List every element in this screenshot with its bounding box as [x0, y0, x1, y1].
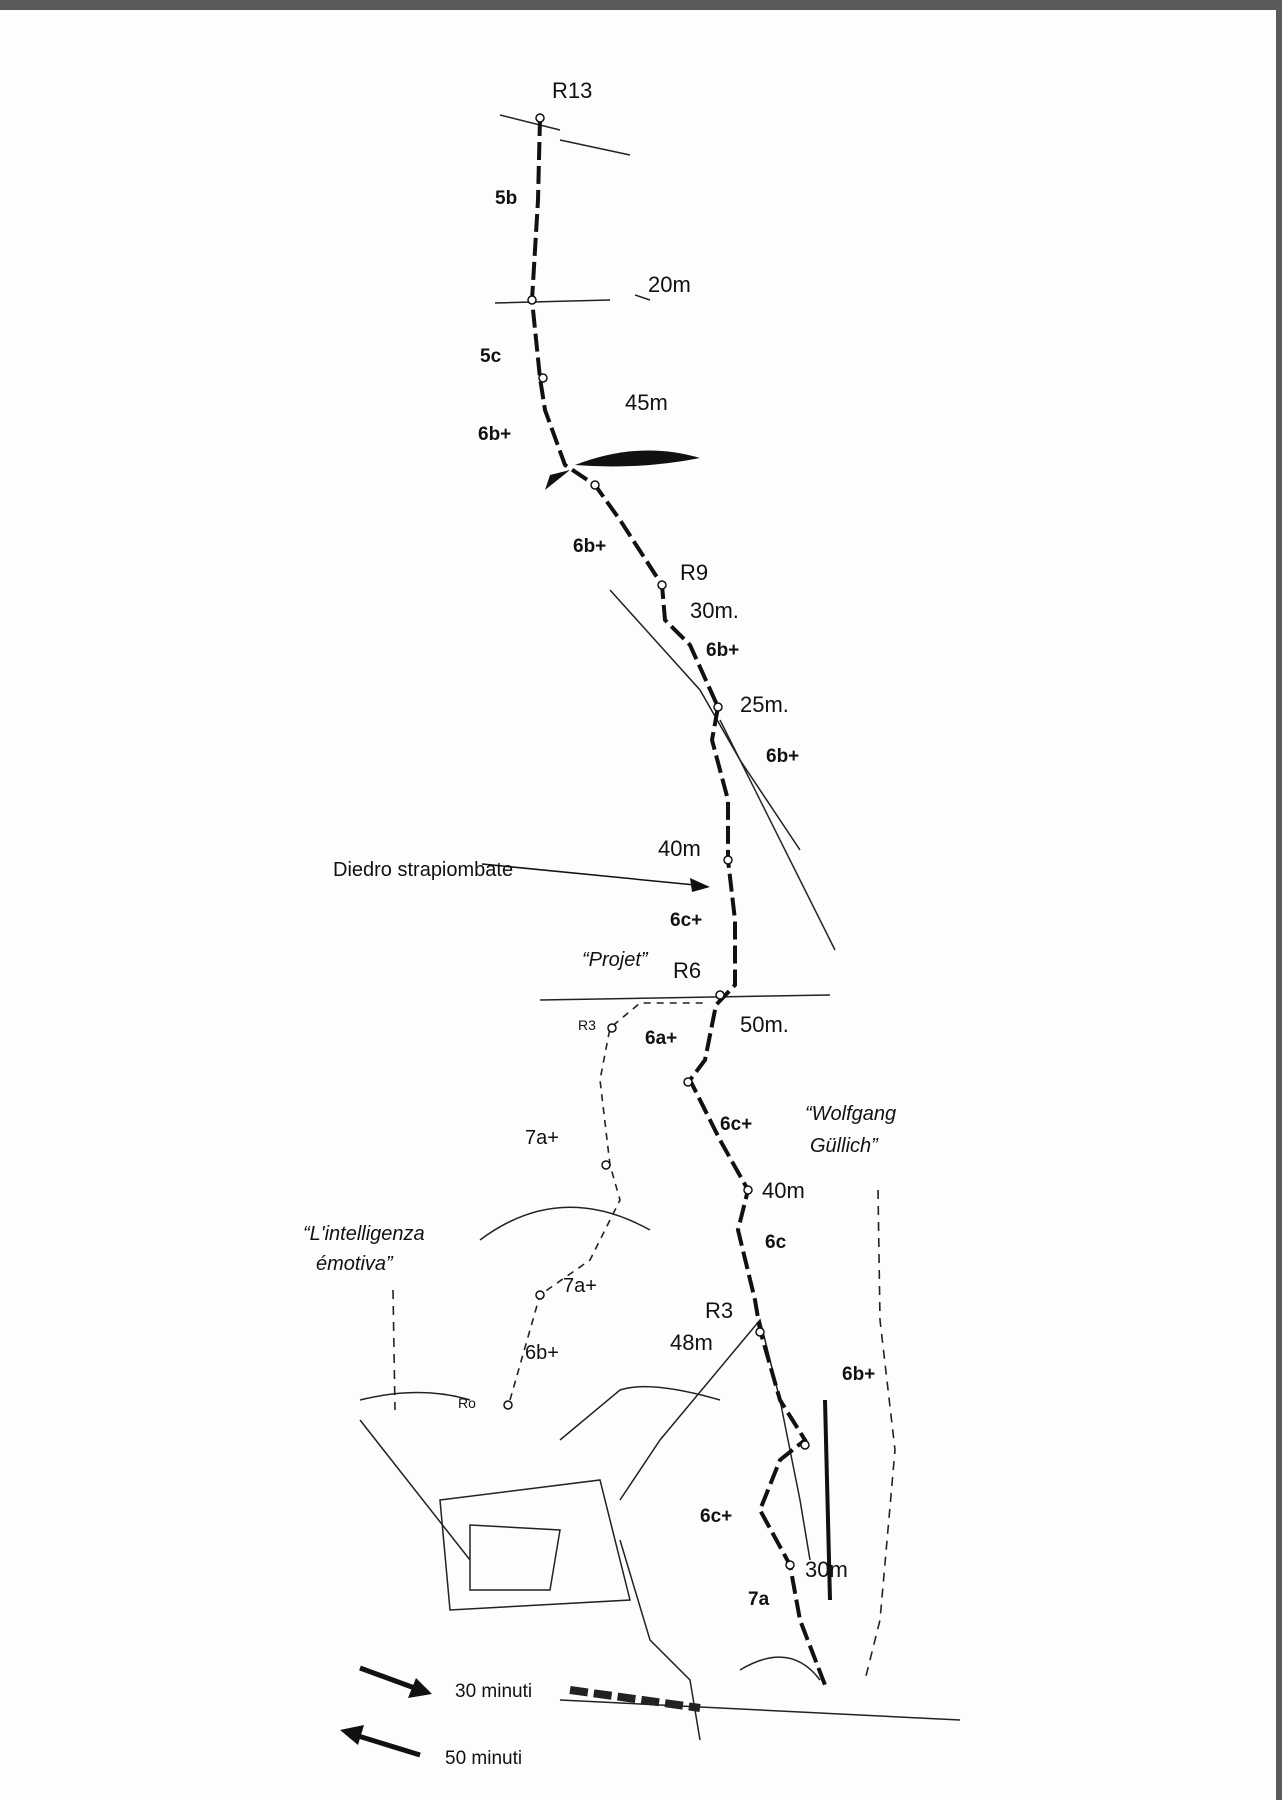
approach-in-arrow-icon	[359, 1665, 432, 1698]
grade-label: 5c	[480, 346, 502, 367]
length-label: 48m	[670, 1330, 713, 1355]
length-label: 25m.	[740, 692, 789, 717]
grade-label: 6c+	[700, 1506, 732, 1527]
intelligenza-label: émotiva”	[316, 1253, 394, 1275]
belay-label-r6: R6	[673, 958, 701, 983]
length-label: 40m	[658, 836, 701, 861]
grade-label: 7a+	[525, 1127, 559, 1149]
grade-label: 5b	[495, 188, 517, 209]
intelligenza-route-line	[392, 1289, 396, 1411]
grade-label: 6b+	[766, 746, 799, 767]
grade-label: 6a+	[645, 1028, 677, 1049]
grade-label: 6b+	[525, 1342, 559, 1364]
approach-path-arrow-icon	[569, 1686, 701, 1712]
belay-label-r3: R3	[705, 1298, 733, 1323]
grade-label: 7a	[748, 1589, 770, 1610]
belay-label-r13: R13	[552, 78, 592, 103]
approach-in-label: 30 minuti	[455, 1681, 532, 1702]
approach-out-label: 50 minuti	[445, 1748, 522, 1769]
grade-label: 6c	[765, 1232, 787, 1253]
intelligenza-label: “L'intelligenza	[303, 1223, 425, 1245]
wolfgang-route-line	[864, 1189, 896, 1681]
belay-markers	[503, 113, 810, 1570]
rock-features	[359, 114, 961, 1741]
grade-label: 6b+	[842, 1364, 875, 1385]
grade-label: 6b+	[478, 424, 511, 445]
projet-label: “Projet”	[582, 949, 649, 971]
belay-label-r3-projet: R3	[578, 1017, 596, 1033]
topo-sheet	[0, 10, 1276, 1800]
belay-label-r9: R9	[680, 560, 708, 585]
approach-out-arrow-icon	[340, 1725, 421, 1758]
length-label: 50m.	[740, 1012, 789, 1037]
grade-label: 6b+	[573, 536, 606, 557]
diedro-arrow-icon	[481, 863, 696, 886]
wolfgang-label: “Wolfgang	[805, 1103, 896, 1125]
diedro-annotation: Diedro strapiombate	[333, 859, 513, 881]
length-label: 40m	[762, 1178, 805, 1203]
grade-label: 6b+	[706, 640, 739, 661]
length-label: 30m.	[690, 598, 739, 623]
wolfgang-label: Güllich”	[810, 1135, 879, 1157]
length-label: 45m	[625, 390, 668, 415]
belay-label-r0: Ro	[458, 1395, 476, 1411]
grade-label: 6c+	[670, 910, 702, 931]
grade-label: 6c+	[720, 1114, 752, 1135]
grade-label: 7a+	[563, 1275, 597, 1297]
roof-feature	[545, 450, 700, 490]
main-route-line	[529, 117, 827, 1686]
length-label: 20m	[648, 272, 691, 297]
length-label: 30m	[805, 1557, 848, 1582]
